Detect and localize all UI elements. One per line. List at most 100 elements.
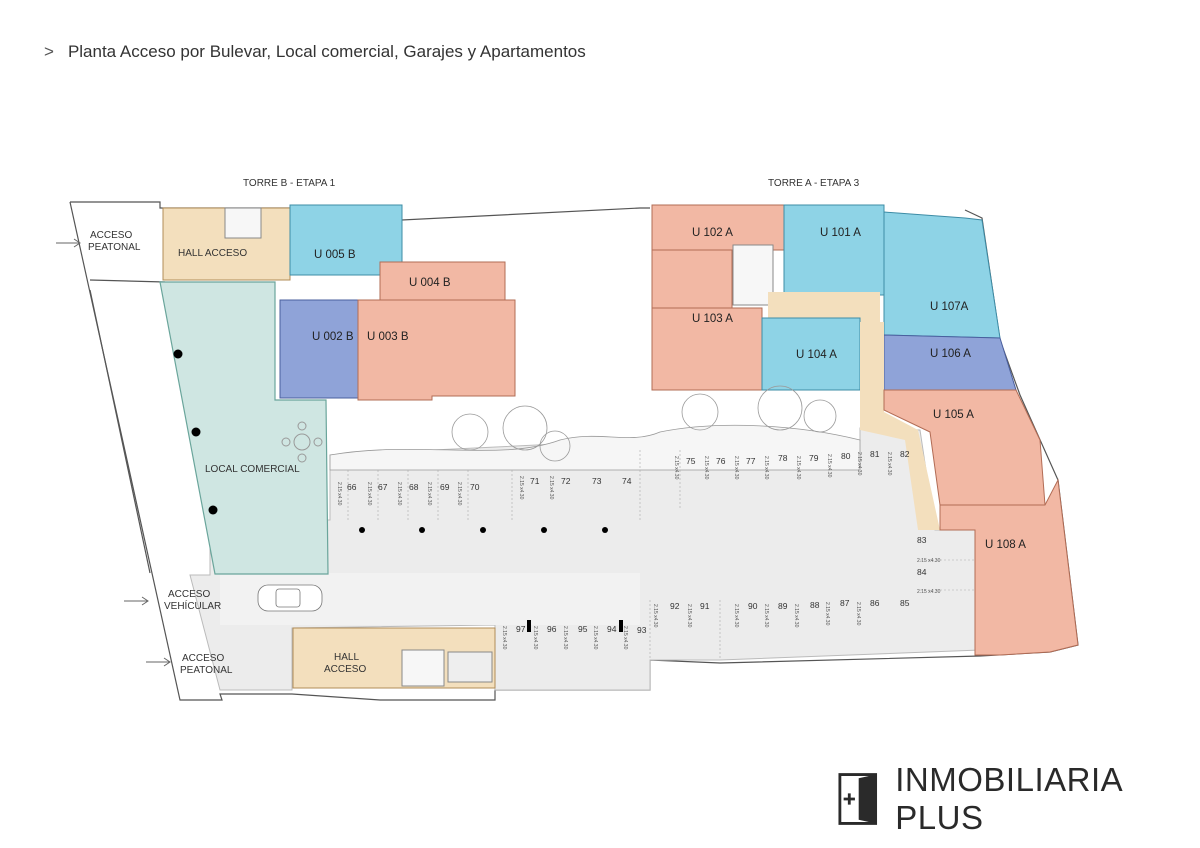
access-arrows [56, 238, 171, 667]
parking-top-row: 66 67 68 69 70 71 72 73 74 75 76 77 78 7… [347, 449, 910, 492]
size-91: 2.15 x4.30 [686, 604, 692, 628]
core-corridor-a [768, 292, 880, 322]
acceso-peatonal-top-2: PEATONAL [88, 242, 141, 253]
stair-core-a [732, 244, 774, 306]
unit-u104a-label: U 104 A [796, 349, 837, 361]
space-89: 89 [778, 601, 788, 611]
unit-u107a [883, 211, 1001, 339]
size-80: 2.15 x4.30 [826, 454, 832, 478]
space-93: 93 [637, 625, 647, 635]
corridor-a-vertical [860, 322, 940, 530]
size-90: 2.15 x4.30 [733, 604, 739, 628]
brand: INMOBILIARIA PLUS [838, 761, 1200, 836]
unit-u108a [939, 478, 1079, 656]
space-97: 97 [516, 624, 526, 634]
size-86: 2.15 x4.30 [855, 602, 861, 626]
space-83: 83 [917, 535, 927, 545]
size-81: 2.15 x4.30 [856, 452, 862, 476]
acceso-peatonal-bottom-2: PEATONAL [180, 665, 233, 676]
unit-u101a-label: U 101 A [820, 227, 861, 239]
space-85: 85 [900, 598, 910, 608]
space-86: 86 [870, 598, 880, 608]
size-93: 2.15 x4.30 [622, 626, 628, 650]
unit-u106a [883, 334, 1017, 391]
tower-a-label: TORRE A - ETAPA 3 [768, 178, 860, 189]
space-77: 77 [746, 456, 756, 466]
round-table-icon [281, 421, 323, 463]
space-94: 94 [607, 624, 617, 634]
size-70: 2.15 x4.30 [456, 482, 462, 506]
central-garden [329, 424, 861, 471]
size-69: 2.15 x4.30 [426, 482, 432, 506]
trees [451, 385, 837, 462]
space-90: 90 [748, 601, 758, 611]
size-95: 2.15 x4.30 [562, 626, 568, 650]
local-comercial-area [159, 281, 329, 575]
hall-acceso-bottom-label-2: ACCESO [324, 664, 366, 675]
space-67: 67 [378, 482, 388, 492]
space-91: 91 [700, 601, 710, 611]
elevator-bottom [447, 651, 493, 683]
space-95: 95 [578, 624, 588, 634]
unit-u107a-label: U 107A [930, 301, 969, 313]
unit-u103a [651, 307, 763, 391]
unit-u005b-label: U 005 B [314, 249, 356, 261]
space-70: 70 [470, 482, 480, 492]
space-74: 74 [622, 476, 632, 486]
space-84: 84 [917, 567, 927, 577]
space-66: 66 [347, 482, 357, 492]
acceso-vehicular-1: ACCESO [168, 589, 210, 600]
size-67: 2.15 x4.30 [366, 482, 372, 506]
tower-b-label: TORRE B - ETAPA 1 [243, 178, 336, 189]
unit-u004b-label: U 004 B [409, 277, 451, 289]
size-77: 2.15 x4.30 [733, 456, 739, 480]
unit-u003b [357, 299, 516, 401]
stair-bottom [401, 649, 445, 687]
parking-bottom-row: 97 96 95 94 93 [516, 624, 647, 635]
unit-u002b [279, 299, 359, 399]
unit-u102a-lower [651, 249, 733, 309]
unit-u002b-label: U 002 B [312, 331, 354, 343]
size-72: 2.15 x4.30 [548, 476, 554, 500]
size-97: 2.15 x4.30 [501, 626, 507, 650]
unit-u101a [783, 204, 885, 296]
space-78: 78 [778, 453, 788, 463]
brand-name: INMOBILIARIA PLUS [895, 761, 1122, 836]
space-81: 81 [870, 449, 880, 459]
size-82: 2.15 x4.30 [886, 452, 892, 476]
size-88: 2.15 x4.30 [793, 604, 799, 628]
chevron-right-icon: > [44, 42, 54, 61]
arrow-right-icon [56, 238, 81, 248]
unit-u102a-label: U 102 A [692, 227, 733, 239]
space-92: 92 [670, 601, 680, 611]
unit-u105a-label: U 105 A [933, 409, 974, 421]
parking-lines [347, 450, 975, 660]
acceso-peatonal-bottom-1: ACCESO [182, 653, 224, 664]
size-78: 2.15 x4.30 [763, 456, 769, 480]
arrow-right-icon [146, 657, 171, 667]
acceso-vehicular-2: VEHÍCULAR [164, 599, 221, 612]
space-73: 73 [592, 476, 602, 486]
size-76: 2.15 x4.30 [703, 456, 709, 480]
space-80: 80 [841, 451, 851, 461]
arrow-right-icon [124, 596, 149, 606]
space-96: 96 [547, 624, 557, 634]
hall-acceso-top-label: HALL ACCESO [178, 248, 247, 259]
size-94: 2.15 x4.30 [592, 626, 598, 650]
unit-u003b-label: U 003 B [367, 331, 409, 343]
size-79: 2.15 x4.30 [795, 456, 801, 480]
hall-acceso-bottom-label-1: HALL [334, 652, 359, 663]
space-68: 68 [409, 482, 419, 492]
size-75: 2.15 x4.30 [673, 456, 679, 480]
stair-top [224, 207, 262, 239]
unit-u108a-label: U 108 A [985, 539, 1026, 551]
size-87: 2.15 x4.30 [824, 602, 830, 626]
space-88: 88 [810, 600, 820, 610]
space-84-size: 2.15 x4.30 [917, 589, 941, 595]
space-75: 75 [686, 456, 696, 466]
local-comercial-label: LOCAL COMERCIAL [205, 464, 300, 475]
space-79: 79 [809, 453, 819, 463]
space-87: 87 [840, 598, 850, 608]
size-71: 2.15 x4.30 [518, 476, 524, 500]
